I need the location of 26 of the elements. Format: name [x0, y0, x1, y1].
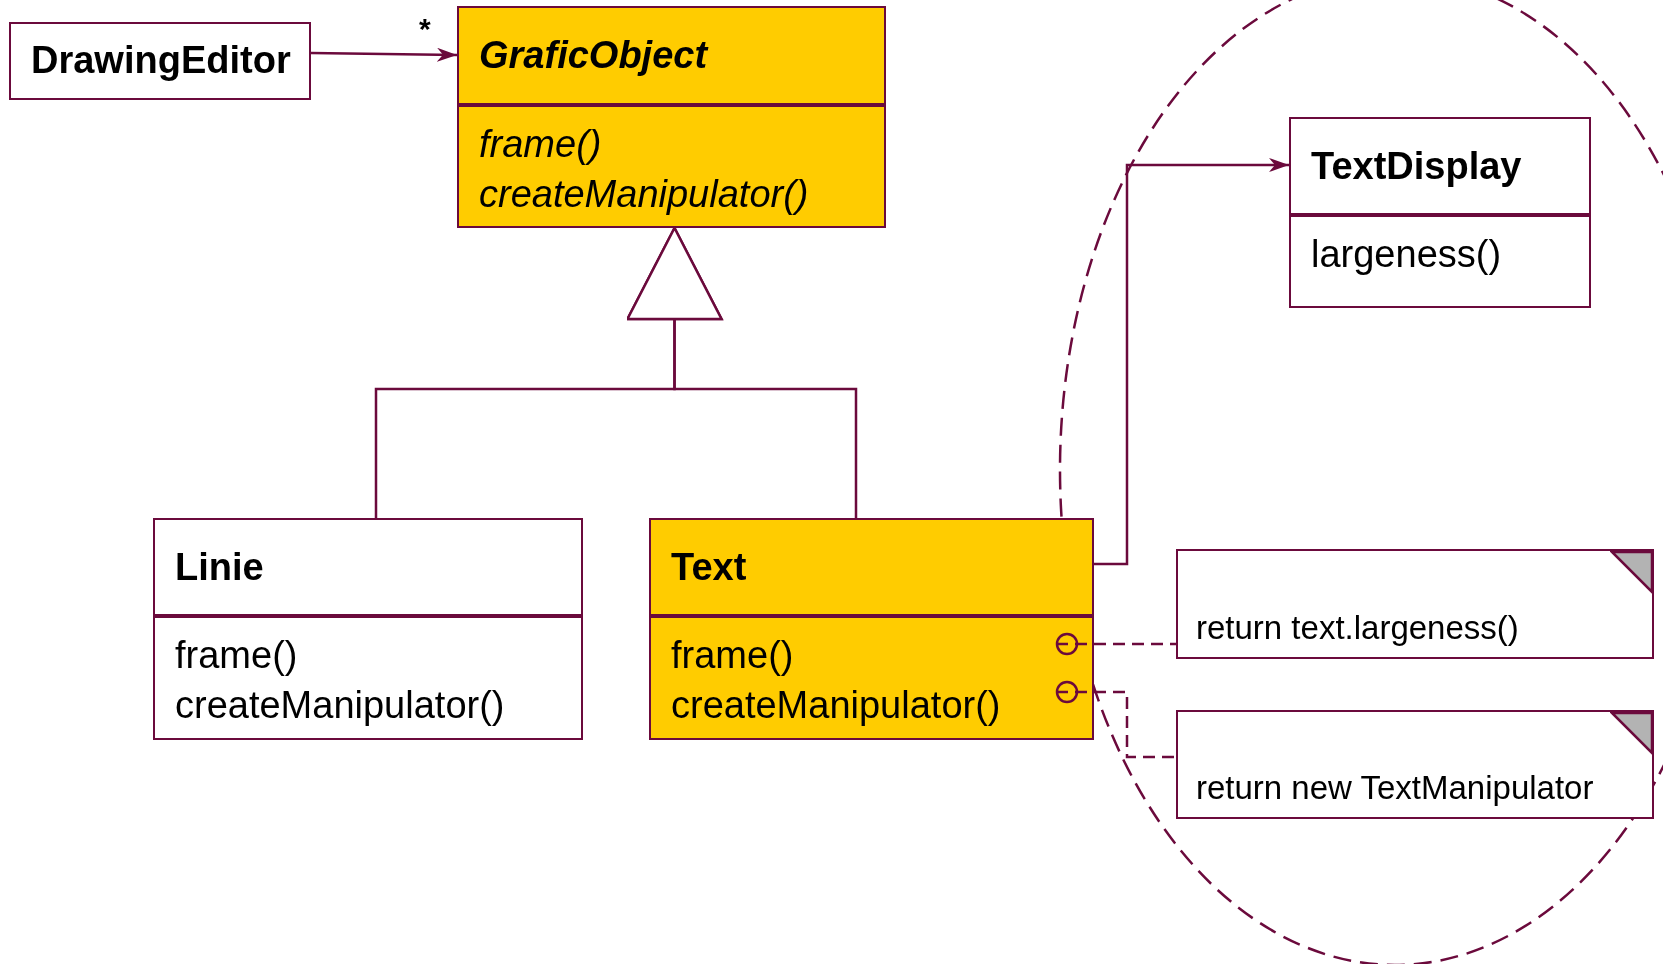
- class-box: [649, 518, 1094, 740]
- arrow: [1094, 158, 1289, 566]
- note-text: return new TextManipulator: [1196, 769, 1594, 807]
- note-connector: [1055, 680, 1176, 759]
- note-box: [1176, 549, 1654, 659]
- class-name: Text: [671, 545, 747, 589]
- class-name: Linie: [175, 545, 264, 589]
- method-name: createManipulator(): [671, 683, 1001, 728]
- arrow: [311, 47, 457, 62]
- method-name: createManipulator(): [175, 683, 505, 728]
- class-box: [153, 518, 583, 740]
- class-box: [9, 22, 311, 100]
- note-connector: [1055, 632, 1176, 656]
- class-name: TextDisplay: [1311, 144, 1522, 188]
- note-box: [1176, 710, 1654, 819]
- note-text: return text.largeness(): [1196, 609, 1519, 647]
- class-box: [457, 6, 886, 228]
- method-name: createManipulator(): [479, 172, 809, 217]
- class-name: GraficObject: [479, 34, 708, 77]
- class-box: [1289, 117, 1591, 308]
- method-name: frame(): [671, 633, 794, 678]
- method-name: largeness(): [1311, 232, 1502, 277]
- class-name: DrawingEditor: [31, 39, 291, 82]
- method-name: frame(): [175, 633, 298, 678]
- method-name: frame(): [479, 122, 602, 167]
- inheritance-arrow: [626, 226, 858, 518]
